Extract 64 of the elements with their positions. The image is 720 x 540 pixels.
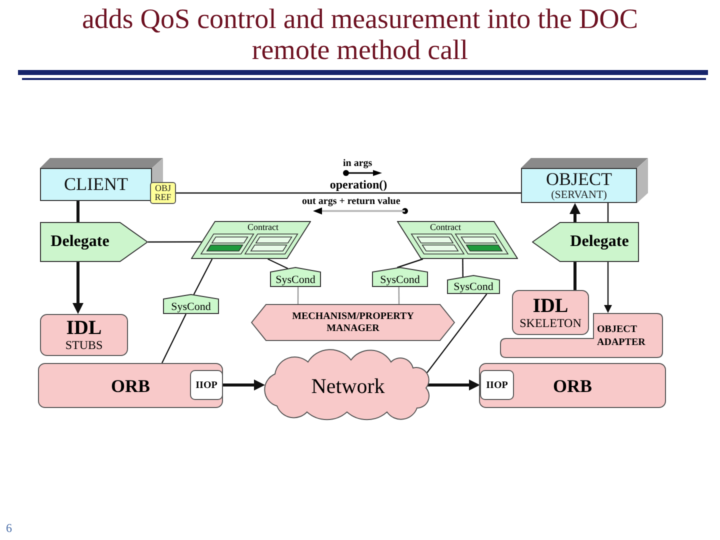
port-block xyxy=(190,370,223,400)
delegate-pentagon xyxy=(40,222,148,262)
layer-title: IDL xyxy=(66,318,102,339)
component-block xyxy=(521,158,648,203)
edge-label: operation() xyxy=(328,178,390,192)
connector-line xyxy=(574,262,576,290)
orb-label: ORB xyxy=(110,376,150,396)
syscond-label: SysCond xyxy=(276,274,316,286)
syscond-label: SysCond xyxy=(380,274,420,286)
connector-line xyxy=(161,314,186,364)
contract-label: Contract xyxy=(430,222,461,232)
reference-label: OBJ REF xyxy=(154,184,172,202)
connector-line xyxy=(268,258,288,270)
adapter-label: OBJECT ADAPTER xyxy=(597,322,646,348)
reference-tag xyxy=(150,182,176,204)
connector-line xyxy=(607,203,609,222)
orb-label: ORB xyxy=(552,376,592,396)
protocol-label: IIOP xyxy=(486,380,508,390)
connector-line xyxy=(76,201,80,222)
arrow xyxy=(604,262,612,313)
component-title: OBJECT xyxy=(546,170,612,189)
syscond-label: SysCond xyxy=(454,281,494,293)
connector-line xyxy=(193,258,213,295)
connector-line xyxy=(397,258,424,268)
layer-block xyxy=(40,314,128,356)
syscond-tag xyxy=(447,275,500,294)
connector-line xyxy=(148,241,202,243)
port-block xyxy=(480,370,514,400)
arrow xyxy=(427,380,480,390)
layer-subtitle: SKELETON xyxy=(520,316,582,330)
component-title: CLIENT xyxy=(64,175,128,194)
connector-line xyxy=(462,259,464,277)
component-subtitle: (SERVANT) xyxy=(551,189,607,201)
layer-subtitle: STUBS xyxy=(65,339,103,352)
syscond-tag xyxy=(163,294,219,314)
syscond-tag xyxy=(270,267,321,287)
flow-label: out args + return value xyxy=(302,196,400,207)
network-label: Network xyxy=(311,374,385,398)
delegate-label: Delegate xyxy=(570,233,629,251)
orb-bar xyxy=(38,363,223,408)
delegate-pentagon xyxy=(532,222,639,262)
protocol-label: IIOP xyxy=(196,380,218,390)
layer-title: IDL xyxy=(532,296,568,316)
orb-bar xyxy=(479,363,666,408)
delegate-label: Delegate xyxy=(50,233,110,251)
layer-block xyxy=(512,290,589,335)
page-number: 6 xyxy=(6,521,12,535)
arrow xyxy=(570,203,580,222)
manager-label: MECHANISM/PROPERTY MANAGER xyxy=(291,310,415,334)
contract-parallelogram xyxy=(397,221,518,259)
flow-label: in args xyxy=(343,158,372,169)
adapter-block xyxy=(500,313,663,358)
arrow xyxy=(72,262,84,314)
connector-line xyxy=(398,287,400,304)
manager-hexagon xyxy=(251,304,455,341)
contract-label: Contract xyxy=(248,222,278,232)
connector-line xyxy=(426,294,488,374)
slide-title: adds QoS control and measurement into the DOC remote method call xyxy=(80,4,639,66)
arrow xyxy=(223,379,265,390)
syscond-label: SysCond xyxy=(171,300,211,312)
contract-parallelogram xyxy=(191,221,311,259)
connector-line xyxy=(176,192,521,194)
syscond-tag xyxy=(372,267,428,287)
connector-line xyxy=(297,287,299,304)
